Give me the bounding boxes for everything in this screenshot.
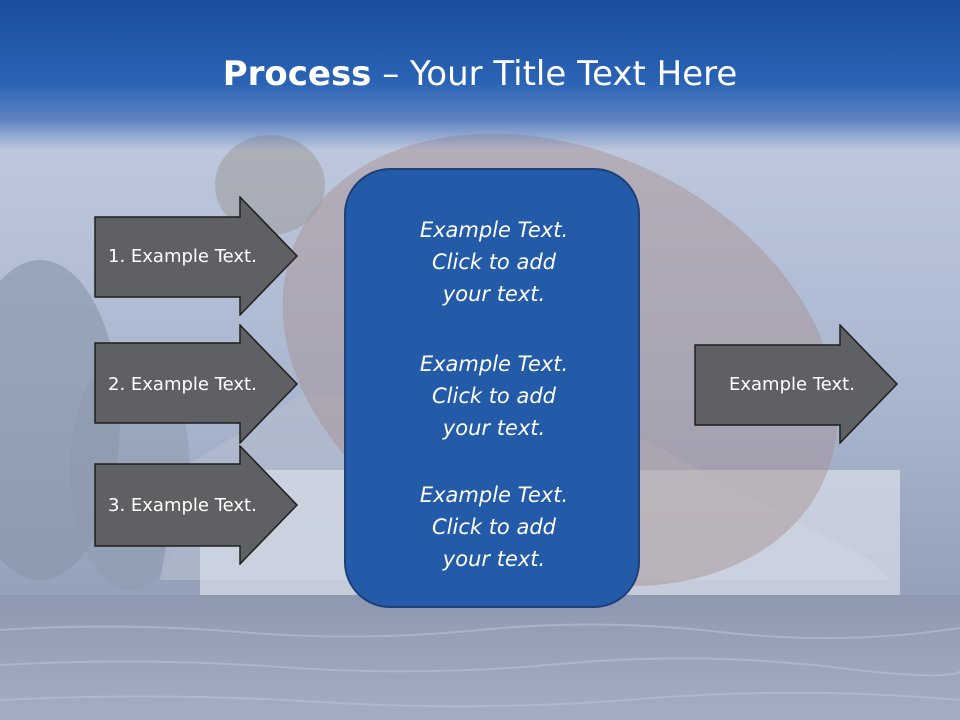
center-text-2[interactable]: Example Text. Click to add your text. [419, 352, 569, 440]
left-arrow-1[interactable]: 1. Example Text. [94, 196, 299, 316]
left-arrow-label: 1. Example Text. [108, 245, 257, 267]
arrow-shape [94, 324, 299, 444]
center-text-1[interactable]: Example Text. Click to add your text. [419, 218, 569, 306]
center-text-3[interactable]: Example Text. Click to add your text. [419, 483, 569, 571]
left-arrow-label: 2. Example Text. [108, 373, 257, 395]
left-arrow-3[interactable]: 3. Example Text. [94, 445, 299, 565]
title-rest: – Your Title Text Here [371, 54, 738, 94]
title-bold: Process [222, 54, 372, 94]
center-text-box[interactable]: Example Text. Click to add your text. Ex… [344, 168, 640, 608]
right-arrow[interactable]: Example Text. [694, 324, 899, 444]
arrow-shape [94, 445, 299, 565]
arrow-shape [94, 196, 299, 316]
left-arrow-2[interactable]: 2. Example Text. [94, 324, 299, 444]
arrow-shape [694, 324, 899, 444]
left-arrow-label: 3. Example Text. [108, 494, 257, 516]
slide-title[interactable]: Process – Your Title Text Here [0, 50, 960, 98]
title-band [0, 0, 960, 150]
right-arrow-label: Example Text. [729, 373, 855, 395]
